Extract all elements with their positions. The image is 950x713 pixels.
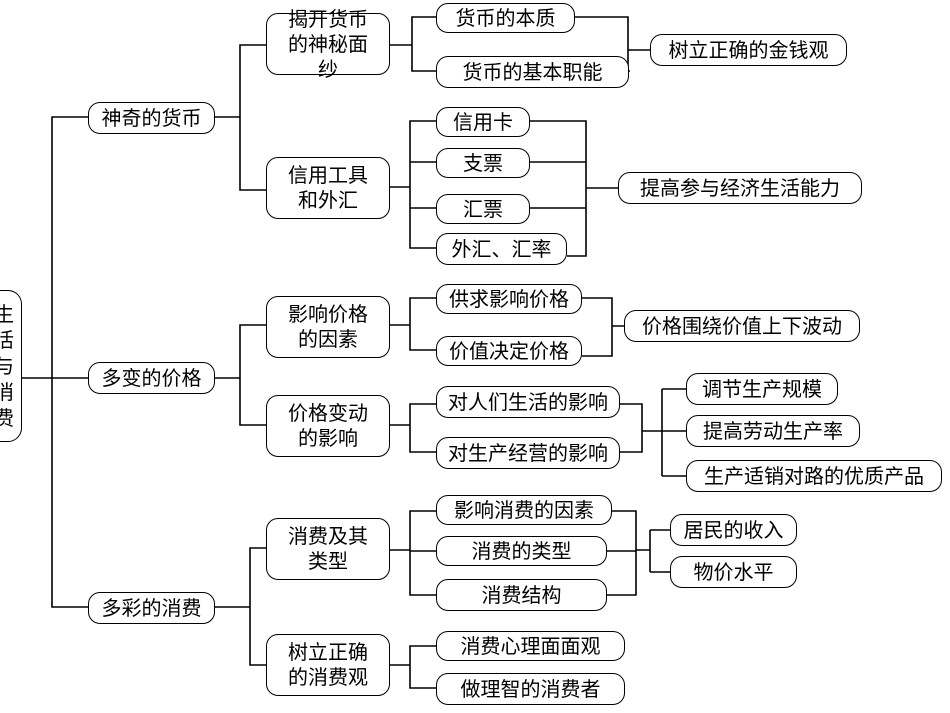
item-life-impact: 对人们生活的影响 [436, 386, 620, 418]
outcome-economic-ability: 提高参与经济生活能力 [618, 172, 862, 204]
item-consumption-structure: 消费结构 [436, 579, 607, 611]
item-value-determines: 价值决定价格 [436, 336, 582, 366]
item-bill-of-exchange: 汇票 [436, 194, 530, 224]
item-money-essence: 货币的本质 [436, 3, 575, 33]
item-money-functions: 货币的基本职能 [436, 56, 629, 88]
topic-consumption-types: 消费及其类型 [266, 518, 390, 580]
branch-price: 多变的价格 [88, 362, 215, 394]
topic-price-effects: 价格变动的影响 [266, 395, 390, 457]
outcome-price-fluctuation: 价格围绕价值上下波动 [624, 310, 860, 342]
root-node: 生活与消费 [0, 290, 22, 442]
topic-correct-consumption-view: 树立正确的消费观 [266, 634, 390, 696]
item-rational-consumer: 做理智的消费者 [436, 673, 625, 705]
item-business-impact: 对生产经营的影响 [436, 437, 620, 469]
item-consumer-psychology: 消费心理面面观 [436, 631, 625, 661]
branch-money: 神奇的货币 [88, 102, 215, 134]
outcome-resident-income: 居民的收入 [670, 514, 797, 546]
outcome-quality-products: 生产适销对路的优质产品 [686, 460, 942, 492]
outcome-productivity: 提高劳动生产率 [686, 415, 860, 447]
item-consumption-factors: 影响消费的因素 [436, 495, 612, 525]
item-forex-rate: 外汇、汇率 [436, 233, 567, 265]
item-cheque: 支票 [436, 148, 530, 178]
item-credit-card: 信用卡 [436, 107, 530, 137]
topic-price-factors: 影响价格的因素 [266, 296, 390, 358]
item-supply-demand: 供求影响价格 [436, 284, 582, 314]
outcome-price-level: 物价水平 [670, 556, 797, 588]
topic-money-nature: 揭开货币的神秘面纱 [266, 7, 390, 81]
item-consumption-types: 消费的类型 [436, 536, 607, 566]
branch-consumption: 多彩的消费 [88, 592, 215, 624]
outcome-money-view: 树立正确的金钱观 [650, 34, 847, 66]
outcome-adjust-production: 调节生产规模 [686, 373, 838, 405]
topic-credit-forex: 信用工具和外汇 [266, 157, 390, 219]
